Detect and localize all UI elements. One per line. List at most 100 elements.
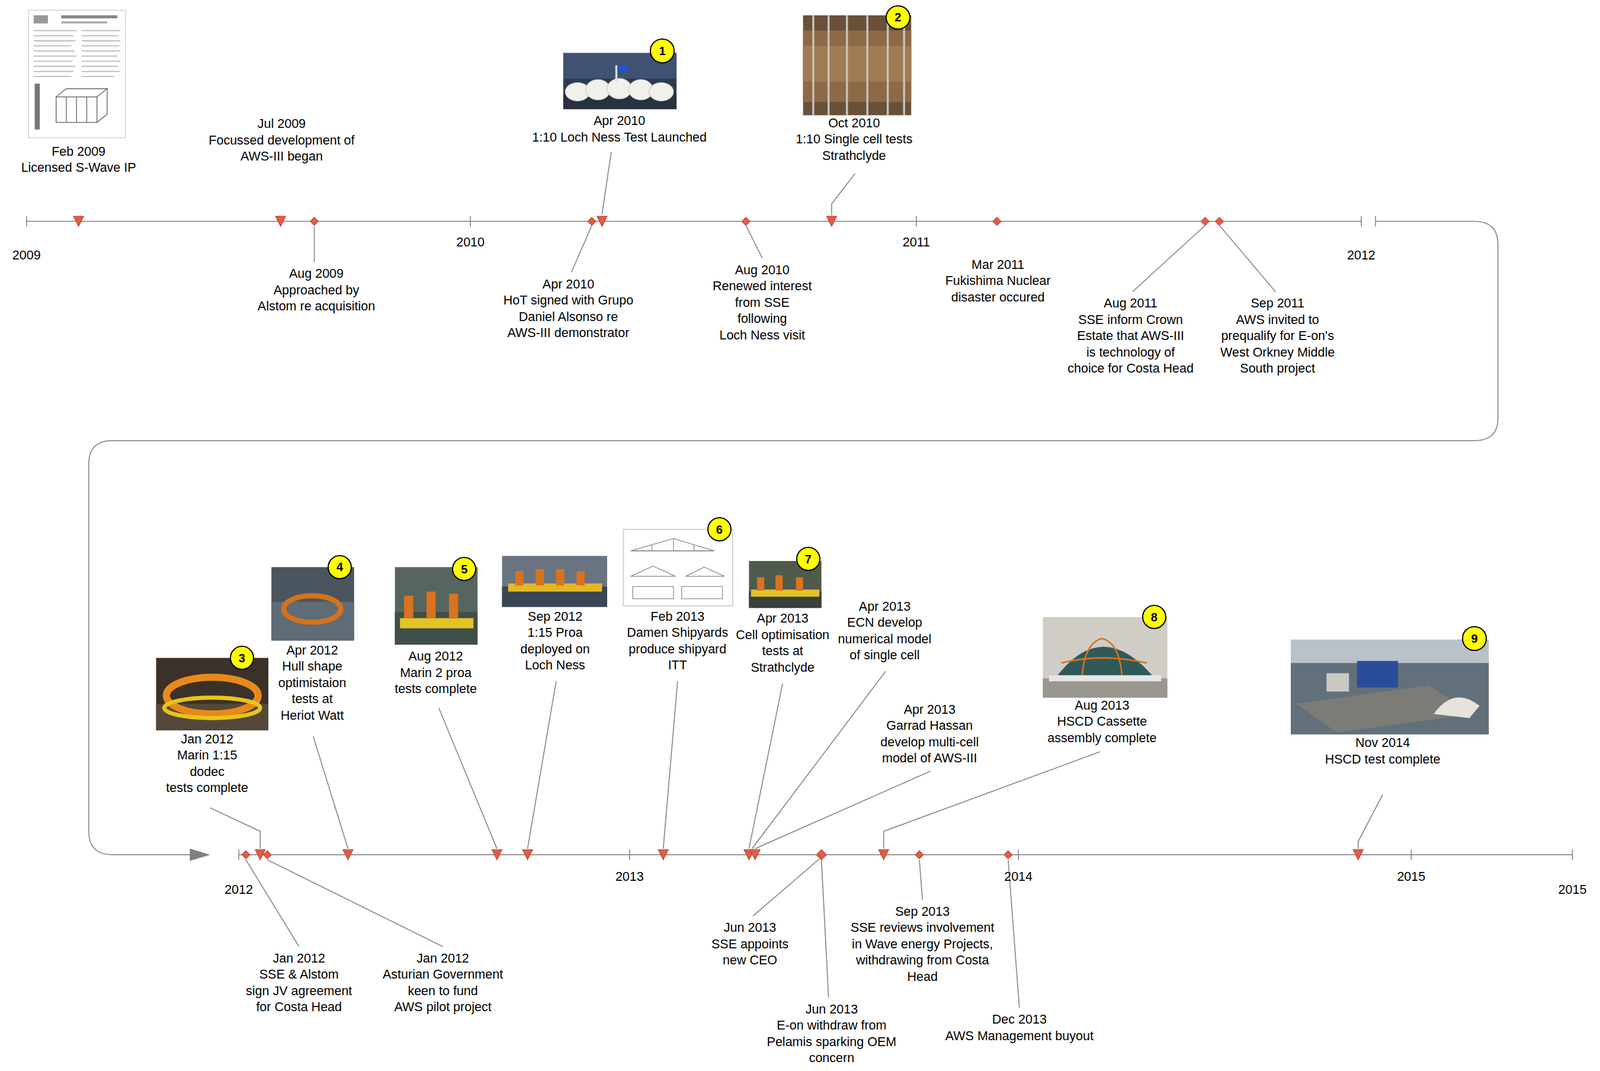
photo-proa-loch-ness — [502, 555, 608, 607]
leader-line — [245, 860, 300, 947]
event-marker — [1352, 849, 1364, 860]
event-marker — [658, 849, 669, 860]
text-line: Heriot Watt — [278, 707, 347, 725]
milestone-marker — [992, 217, 1002, 226]
text-line: Apr 2013 — [838, 598, 932, 616]
year-label: 2014 — [1004, 869, 1033, 886]
text-line: Aug 2010 — [712, 262, 812, 280]
text-line: Marin 1:15 — [165, 747, 249, 765]
event-label: Oct 2010 1:10 Single cell tests Strathcl… — [795, 115, 913, 165]
event-marker — [491, 849, 502, 860]
text-line: Hull shape — [278, 658, 347, 676]
callout-number: 8 — [1150, 611, 1158, 624]
event-marker — [826, 216, 837, 227]
callout-number: 5 — [460, 563, 468, 576]
event-label: Jun 2013 E-on withdraw from Pelamis spar… — [767, 1001, 897, 1067]
callout-number: 6 — [716, 523, 723, 536]
text-line: AWS Management buyout — [945, 1028, 1094, 1045]
text-line: Renewed interest — [712, 278, 812, 296]
text-line: numerical model — [838, 631, 932, 649]
text-line: ECN develop — [838, 614, 932, 632]
axis-tick — [469, 216, 471, 227]
text-line: Head — [850, 969, 995, 986]
event-label: Aug 2013 HSCD Cassette assembly complete — [1047, 697, 1157, 747]
callout-circle: 1 — [649, 38, 675, 63]
text-line: 2012 — [224, 882, 253, 899]
axis-tick — [1572, 849, 1574, 860]
text-line: optimistaion — [278, 675, 347, 692]
milestone-marker — [263, 850, 272, 859]
text-line: Aug 2013 — [1047, 697, 1157, 715]
leader-line — [1358, 794, 1383, 849]
text-line: West Orkney Middle — [1220, 344, 1335, 362]
event-label: Aug 2011 SSE inform Crown Estate that AW… — [1067, 295, 1194, 378]
callout-circle: 3 — [229, 645, 255, 670]
text-line: 2013 — [615, 869, 644, 886]
text-line: Sep 2011 — [1220, 295, 1335, 313]
text-line: withdrawing from Costa — [850, 952, 995, 970]
photo-hscd-cassette — [1042, 617, 1167, 698]
text-line: Apr 2013 — [880, 701, 979, 719]
event-label: Apr 2010 HoT signed with Grupo Daniel Al… — [503, 276, 634, 342]
leader-line — [919, 860, 923, 900]
text-line: Aug 2012 — [394, 648, 477, 666]
callout-number: 7 — [805, 553, 812, 566]
milestone-marker — [241, 850, 250, 859]
text-line: Feb 2009 — [21, 143, 137, 161]
text-line: 1:10 Single cell tests — [795, 131, 913, 149]
axis-tick — [629, 849, 631, 860]
leader-line — [527, 681, 557, 849]
text-line: Aug 2009 — [257, 265, 375, 283]
axis-tick — [1017, 849, 1019, 860]
axis-tick — [1374, 216, 1377, 227]
event-label: Feb 2013 Damen Shipyards produce shipyar… — [626, 608, 729, 675]
text-line: prequalify for E-on's — [1220, 328, 1335, 345]
text-line: Nov 2014 — [1325, 735, 1441, 752]
leader-line — [1132, 225, 1205, 293]
event-label: Apr 2013 ECN develop numerical model of … — [838, 598, 932, 665]
text-line: Focussed development of — [208, 132, 355, 150]
text-line: HSCD Cassette — [1047, 713, 1157, 731]
event-label: Jan 2012 Asturian Government keen to fun… — [382, 950, 503, 1016]
leader-line — [831, 173, 856, 216]
event-marker — [597, 216, 608, 227]
text-line: Licensed S-Wave IP — [21, 159, 137, 177]
callout-number: 3 — [238, 652, 246, 665]
year-label: 2015 — [1558, 882, 1587, 899]
callout-circle: 4 — [327, 555, 352, 580]
text-line: in Wave energy Projects, — [850, 936, 995, 954]
text-line: AWS pilot project — [382, 999, 503, 1016]
text-line: Dec 2013 — [945, 1011, 1094, 1029]
axis-line — [26, 220, 1362, 223]
callout-number: 1 — [658, 45, 666, 57]
text-line: Marin 2 proa — [394, 665, 477, 682]
callout-number: 9 — [1471, 632, 1478, 645]
text-line: 2014 — [1004, 869, 1033, 886]
text-line: 2009 — [12, 247, 41, 265]
leader-line — [601, 152, 612, 215]
event-label: Jan 2012 Marin 1:15 dodec tests complete — [165, 731, 249, 797]
text-line: Asturian Government — [382, 966, 503, 984]
leader-line — [438, 707, 498, 849]
event-label: Apr 2013 Cell optimisation tests at Stra… — [735, 610, 830, 676]
event-label: Sep 2011 AWS invited to prequalify for E… — [1220, 295, 1335, 378]
event-label: Apr 2010 1:10 Loch Ness Test Launched — [531, 113, 707, 146]
milestone-marker — [310, 217, 319, 226]
leader-line — [571, 225, 592, 273]
text-line: choice for Costa Head — [1067, 360, 1194, 378]
text-line: Estate that AWS-III — [1067, 328, 1194, 345]
callout-number: 4 — [336, 560, 343, 573]
year-label: 2010 — [456, 234, 485, 252]
event-label: Nov 2014 HSCD test complete — [1325, 735, 1441, 768]
axis-tick — [1410, 849, 1412, 860]
text-line: SSE inform Crown — [1067, 312, 1194, 329]
year-label: 2015 — [1396, 869, 1426, 886]
leader-line — [755, 771, 931, 849]
text-line: E-on withdraw from — [767, 1017, 897, 1035]
text-line: Alstom re acquisition — [257, 298, 375, 316]
axis-tick — [1360, 216, 1362, 227]
event-label: Jul 2009 Focussed development of AWS-III… — [208, 116, 355, 166]
text-line: assembly complete — [1047, 730, 1157, 747]
event-marker — [749, 849, 761, 860]
